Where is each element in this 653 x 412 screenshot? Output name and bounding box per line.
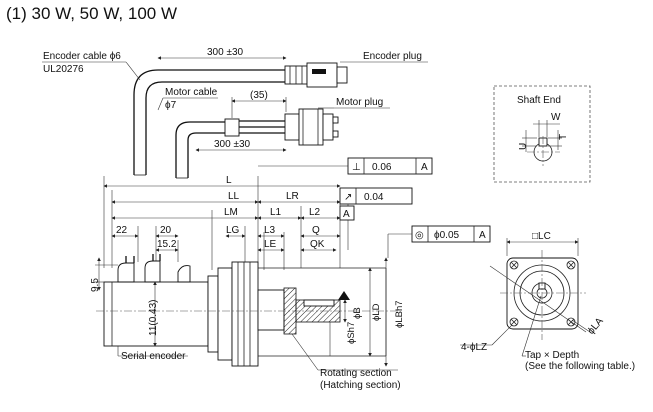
encoder-cable-label: Encoder cable ϕ6 <box>43 51 121 62</box>
motor-cable-length: 300 ±30 <box>214 139 251 150</box>
runout-frame: ↗ 0.04 A <box>339 187 413 250</box>
cable-ul-label: UL20276 <box>43 64 84 75</box>
dim-phi-b: ϕB <box>352 307 363 319</box>
dim-L2: L2 <box>309 207 321 218</box>
dim-4-lz: 4-ϕLZ <box>461 342 487 353</box>
dim-phi-lb: ϕLBh7 <box>394 300 405 328</box>
dim-11: 11(0.43) <box>148 299 159 336</box>
shaft-w-label: W <box>551 112 561 123</box>
dim-L: L <box>226 175 232 186</box>
conc-value: ϕ0.05 <box>434 230 460 241</box>
shaft-end-view: Shaft End W T U <box>493 85 591 183</box>
conc-datum: A <box>479 230 486 241</box>
encoder-cable <box>133 69 285 176</box>
shaft-t-label: T <box>558 134 569 140</box>
perp-datum: A <box>421 162 428 173</box>
dim-L1: L1 <box>270 207 282 218</box>
encoder-cable-length: 300 ±30 <box>207 47 244 58</box>
dim-L3: L3 <box>264 225 276 236</box>
page-title: (1) 30 W, 50 W, 100 W <box>6 4 178 23</box>
shaft-u-label: U <box>518 143 529 150</box>
hatching-section-label: (Hatching section) <box>320 380 401 391</box>
dim-15-2: 15.2 <box>157 239 177 250</box>
runout-symbol: ↗ <box>344 192 352 203</box>
motor-side-view <box>96 254 398 367</box>
perp-value: 0.06 <box>372 162 392 173</box>
perpendicularity-frame: ⊥ 0.06 A <box>258 157 433 175</box>
dim-LG: LG <box>226 225 240 236</box>
dim-LL: LL <box>228 191 240 202</box>
shaft-end-title: Shaft End <box>517 95 561 106</box>
dim-phi-ld: ϕLD <box>371 303 382 321</box>
concentricity-frame: ◎ ϕ0.05 A <box>387 225 491 258</box>
runout-value: 0.04 <box>364 192 384 203</box>
conc-symbol: ◎ <box>415 230 424 241</box>
datum-a-label: A <box>343 209 350 220</box>
dim-LR: LR <box>286 191 299 202</box>
dim-QK: QK <box>310 239 325 250</box>
dim-20: 20 <box>160 225 172 236</box>
serial-encoder-label: Serial encoder <box>121 351 186 362</box>
motor-plug <box>284 108 339 146</box>
dim-LM: LM <box>224 207 238 218</box>
encoder-plug-label: Encoder plug <box>363 51 422 62</box>
see-table-label: (See the following table.) <box>525 361 635 372</box>
motor-cable-phi: ϕ7 <box>165 100 177 111</box>
encoder-plug <box>284 62 348 88</box>
dim-phi-s: ϕSh7 <box>346 322 357 344</box>
motor-cable-label: Motor cable <box>165 87 218 98</box>
dim-35: (35) <box>250 90 268 101</box>
motor-plug-label: Motor plug <box>336 97 383 108</box>
tap-depth-label: Tap × Depth <box>525 350 579 361</box>
dim-Q: Q <box>312 225 320 236</box>
dim-lc: □LC <box>532 231 551 242</box>
perp-symbol: ⊥ <box>352 162 361 173</box>
rotating-section-label: Rotating section <box>320 368 392 379</box>
motor-front-view: □LC <box>489 231 587 340</box>
dim-phi-la: ϕLA <box>586 316 606 337</box>
dim-LE: LE <box>264 239 277 250</box>
dim-22: 22 <box>116 225 128 236</box>
motor-cable <box>175 118 285 179</box>
dim-9-5: 9.5 <box>90 278 101 292</box>
